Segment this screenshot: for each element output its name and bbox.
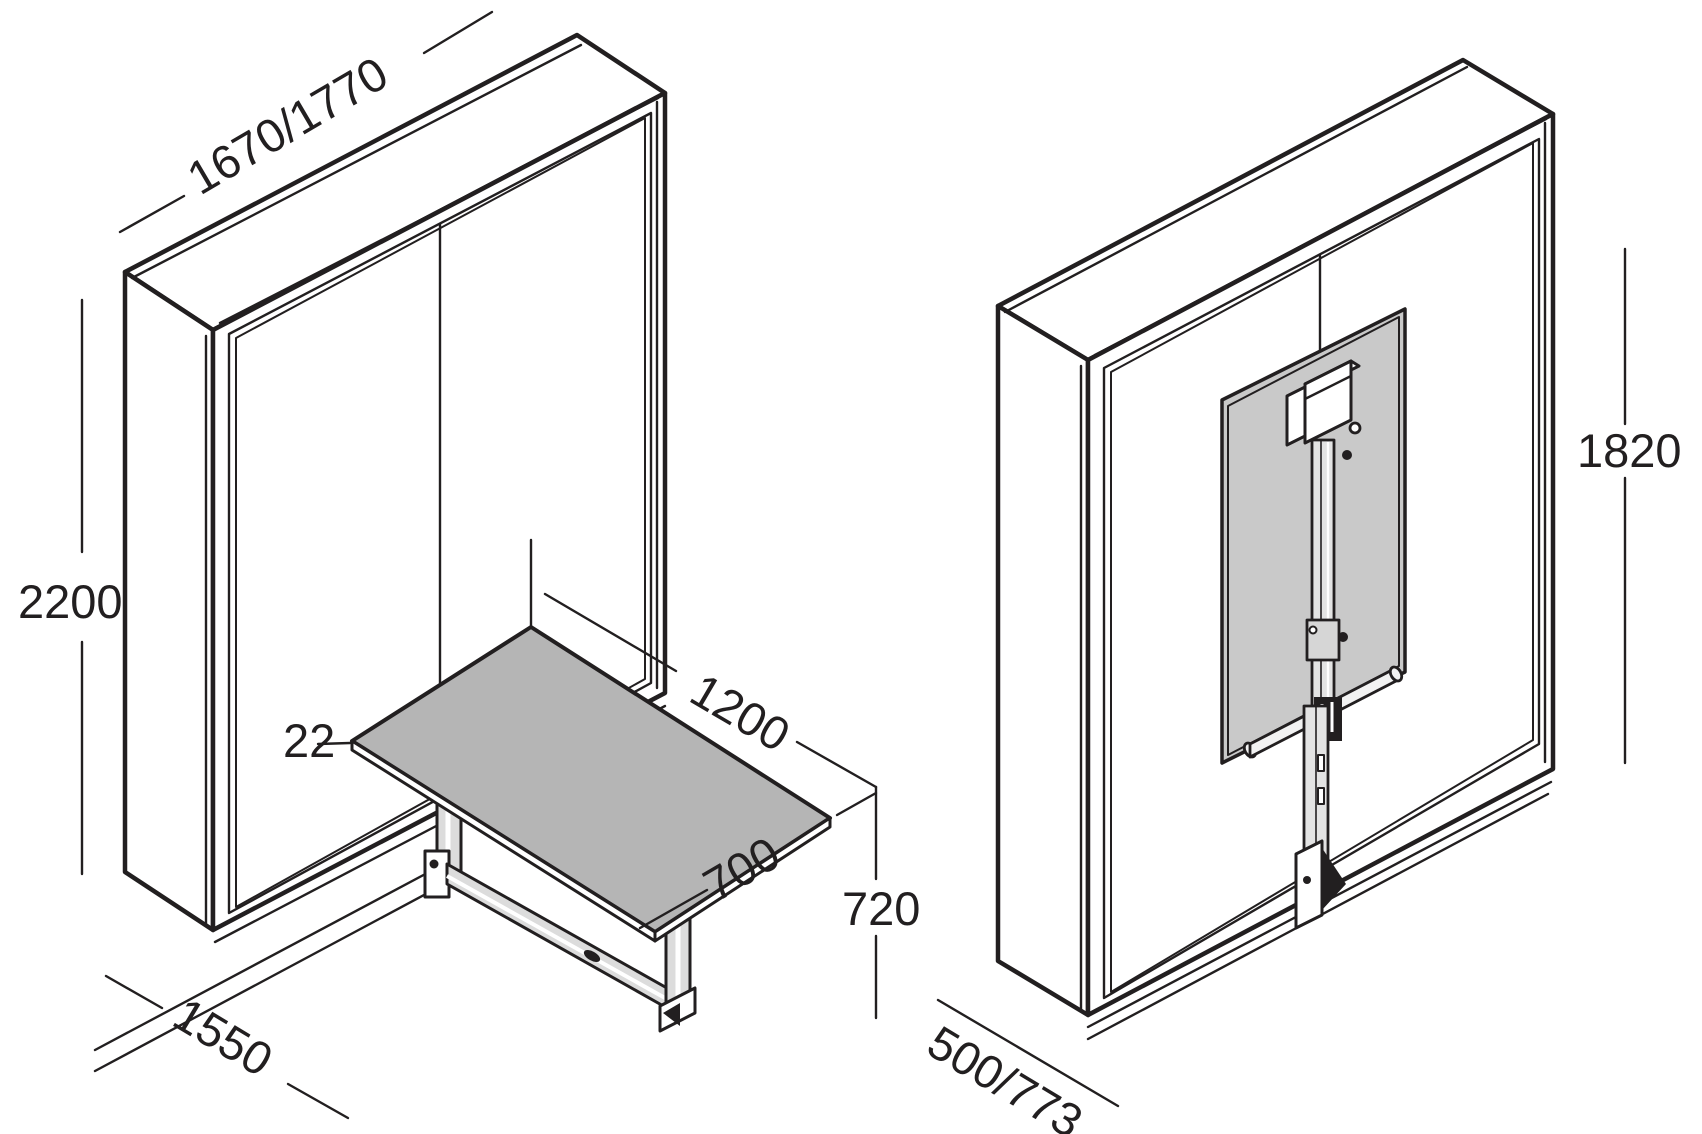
tabletop-thickness-label: 22	[283, 714, 335, 767]
bracket-bolt-dark	[1342, 450, 1352, 460]
top-front-edge-line	[218, 96, 660, 325]
rear-foot-bolt	[429, 859, 439, 869]
panel-inner-edge	[1227, 316, 1400, 756]
front-foot-wedge	[663, 1003, 680, 1026]
folded-foot-plate	[1294, 839, 1324, 930]
table-edge-right	[653, 816, 832, 943]
table-top	[350, 625, 832, 943]
floor-line-2	[93, 878, 454, 1073]
floor-rail-highlight	[446, 874, 675, 1005]
cabinet-side-face	[995, 303, 1091, 1018]
dimension-cabinet-depth: 500/773	[919, 998, 1120, 1134]
folded-leg-mechanism	[1242, 359, 1404, 930]
bracket-inner-line	[1303, 374, 1353, 401]
top-back-edge-line	[130, 43, 583, 280]
front-frame-inner	[1110, 142, 1534, 993]
top-back-edge-line	[1003, 65, 1469, 314]
leg-slot-2	[1317, 787, 1325, 805]
folded-foot-wedge	[1322, 848, 1346, 910]
cabinet-height-label: 2200	[18, 575, 123, 628]
folded-view: 1820 500/773	[919, 57, 1682, 1134]
folded-foot-bolt	[1303, 876, 1311, 884]
top-front-edge-line	[1093, 117, 1548, 357]
clamp-bolt-small	[1308, 625, 1318, 635]
leg-slot-1	[1317, 754, 1325, 772]
rail-detail-oval	[583, 950, 601, 962]
crossbar-right-cap	[1388, 665, 1404, 683]
table-height-label: 720	[842, 882, 920, 935]
clamp-bolt	[1338, 632, 1348, 642]
front-frame-inner	[235, 117, 646, 908]
dimension-cabinet-height: 2200	[18, 298, 123, 876]
dimension-table-height: 720	[842, 785, 920, 1020]
cabinet-side-face	[122, 269, 216, 933]
bracket-plate	[1285, 385, 1307, 447]
bracket-bolt-outline	[1348, 421, 1362, 435]
leg-upper-tube	[1310, 438, 1336, 708]
front-frame-outer	[1102, 137, 1541, 1000]
open-view: 1670/1770 2200 1550 22 1200 700	[18, 10, 920, 1120]
dimension-tabletop-thickness: 22	[283, 714, 352, 767]
rear-foot-plate	[423, 849, 451, 899]
dimension-folded-height: 1820	[1577, 247, 1682, 765]
cabinet-open	[93, 32, 668, 1073]
front-frame-outer	[227, 111, 653, 915]
floor-line-1	[93, 861, 448, 1052]
folded-height-label: 1820	[1577, 424, 1682, 477]
